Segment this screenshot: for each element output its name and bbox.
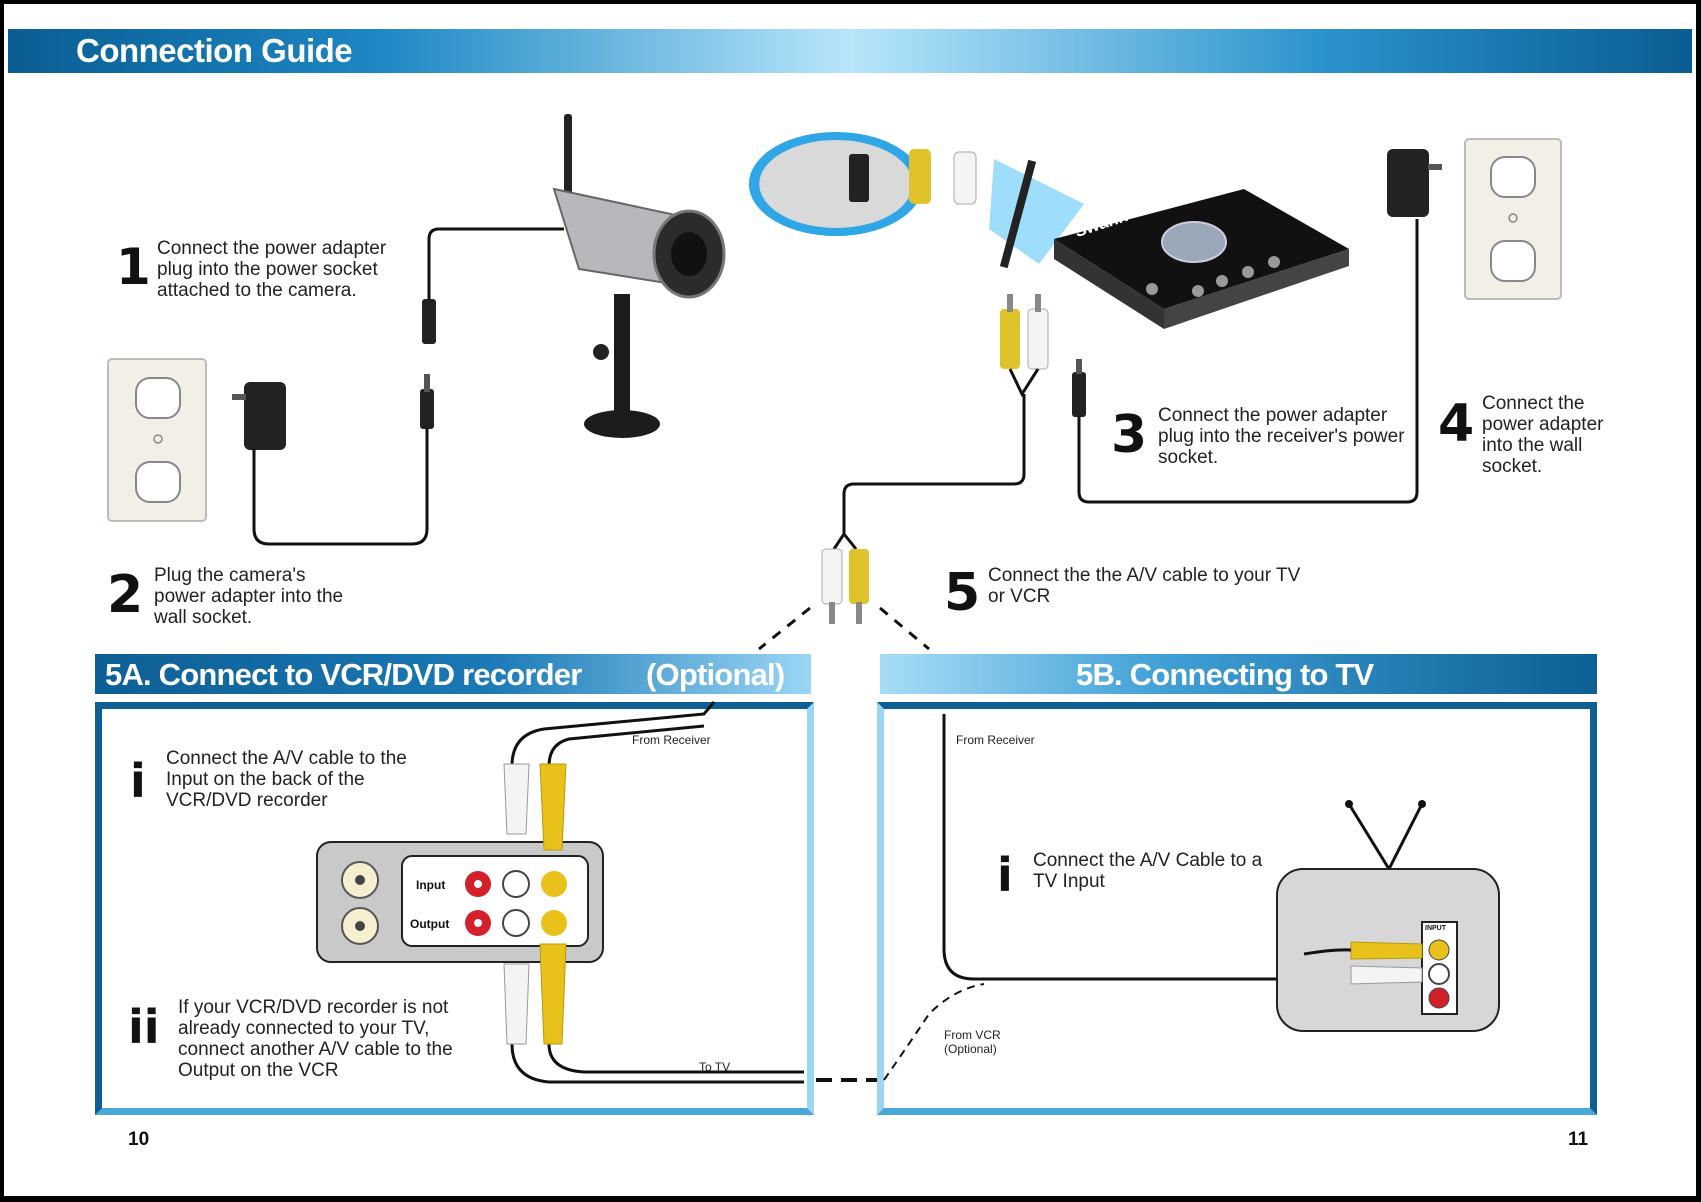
camera-icon (552, 114, 726, 438)
vcr-input-label: Input (416, 878, 446, 892)
section-5a-step-i-text: Connect the A/V cable to the Input on th… (166, 748, 407, 811)
step-3-number: 3 (1111, 405, 1148, 465)
step-3-text: Connect the power adapter plug into the … (1158, 405, 1405, 468)
page-number-left: 10 (128, 1129, 150, 1150)
section-5a-box (95, 702, 814, 1115)
section-5b-title: 5B. Connecting to TV (1076, 657, 1374, 692)
page: Connection Guide (4, 4, 1696, 1196)
power-adapter-icon (232, 382, 286, 450)
tv-input-label: INPUT (1425, 925, 1446, 932)
section-5a-title: 5A. Connect to VCR/DVD recorder (105, 657, 582, 692)
vcr-illustration (316, 701, 884, 1084)
section-5b-step-i-text: Connect the A/V Cable to a TV Input (1033, 850, 1263, 892)
tv-illustration (883, 714, 1500, 1081)
section-5b-header: 5B. Connecting to TV (880, 654, 1597, 694)
section-5a-header: 5A. Connect to VCR/DVD recorder (Optiona… (95, 654, 811, 694)
step-1-number: 1 (116, 238, 151, 296)
top-illustration (107, 114, 1562, 651)
receiver-icon (999, 159, 1349, 329)
header-bar: Connection Guide (8, 29, 1692, 73)
step-4-number: 4 (1438, 394, 1475, 454)
step-5-number: 5 (944, 563, 981, 623)
tv-optional-label: (Optional) (944, 1042, 997, 1056)
vcr-output-label: Output (410, 917, 450, 931)
step-2-text: Plug the camera's power adapter into the… (154, 565, 344, 628)
step-2-number: 2 (107, 565, 144, 625)
vcr-from-receiver-label: From Receiver (632, 733, 711, 747)
step-5-text: Connect the the A/V cable to your TV or … (988, 565, 1301, 607)
page-title: Connection Guide (76, 32, 353, 69)
section-5b-box (877, 702, 1597, 1115)
page-number-right: 11 (1568, 1129, 1589, 1150)
step-4-text: Connect the power adapter into the wall … (1482, 393, 1604, 477)
section-5a-optional: (Optional) (646, 657, 785, 692)
section-5b-step-i-number: i (997, 848, 1013, 902)
section-5a-step-ii-number: ii (128, 1000, 160, 1054)
tv-from-receiver-label: From Receiver (956, 733, 1035, 747)
step-1-text: Connect the power adapter plug into the … (157, 238, 387, 301)
rca-plug-icon (821, 548, 869, 624)
vcr-panel-icon (316, 841, 604, 963)
section-5a-step-ii-text: If your VCR/DVD recorder is not already … (178, 997, 453, 1081)
wall-outlet-icon (107, 358, 207, 522)
tv-from-vcr-label: From VCR (944, 1028, 1001, 1042)
vcr-to-tv-label: To TV (699, 1060, 731, 1074)
tv-icon (1276, 800, 1500, 1032)
section-5a-step-i-number: i (130, 754, 146, 808)
